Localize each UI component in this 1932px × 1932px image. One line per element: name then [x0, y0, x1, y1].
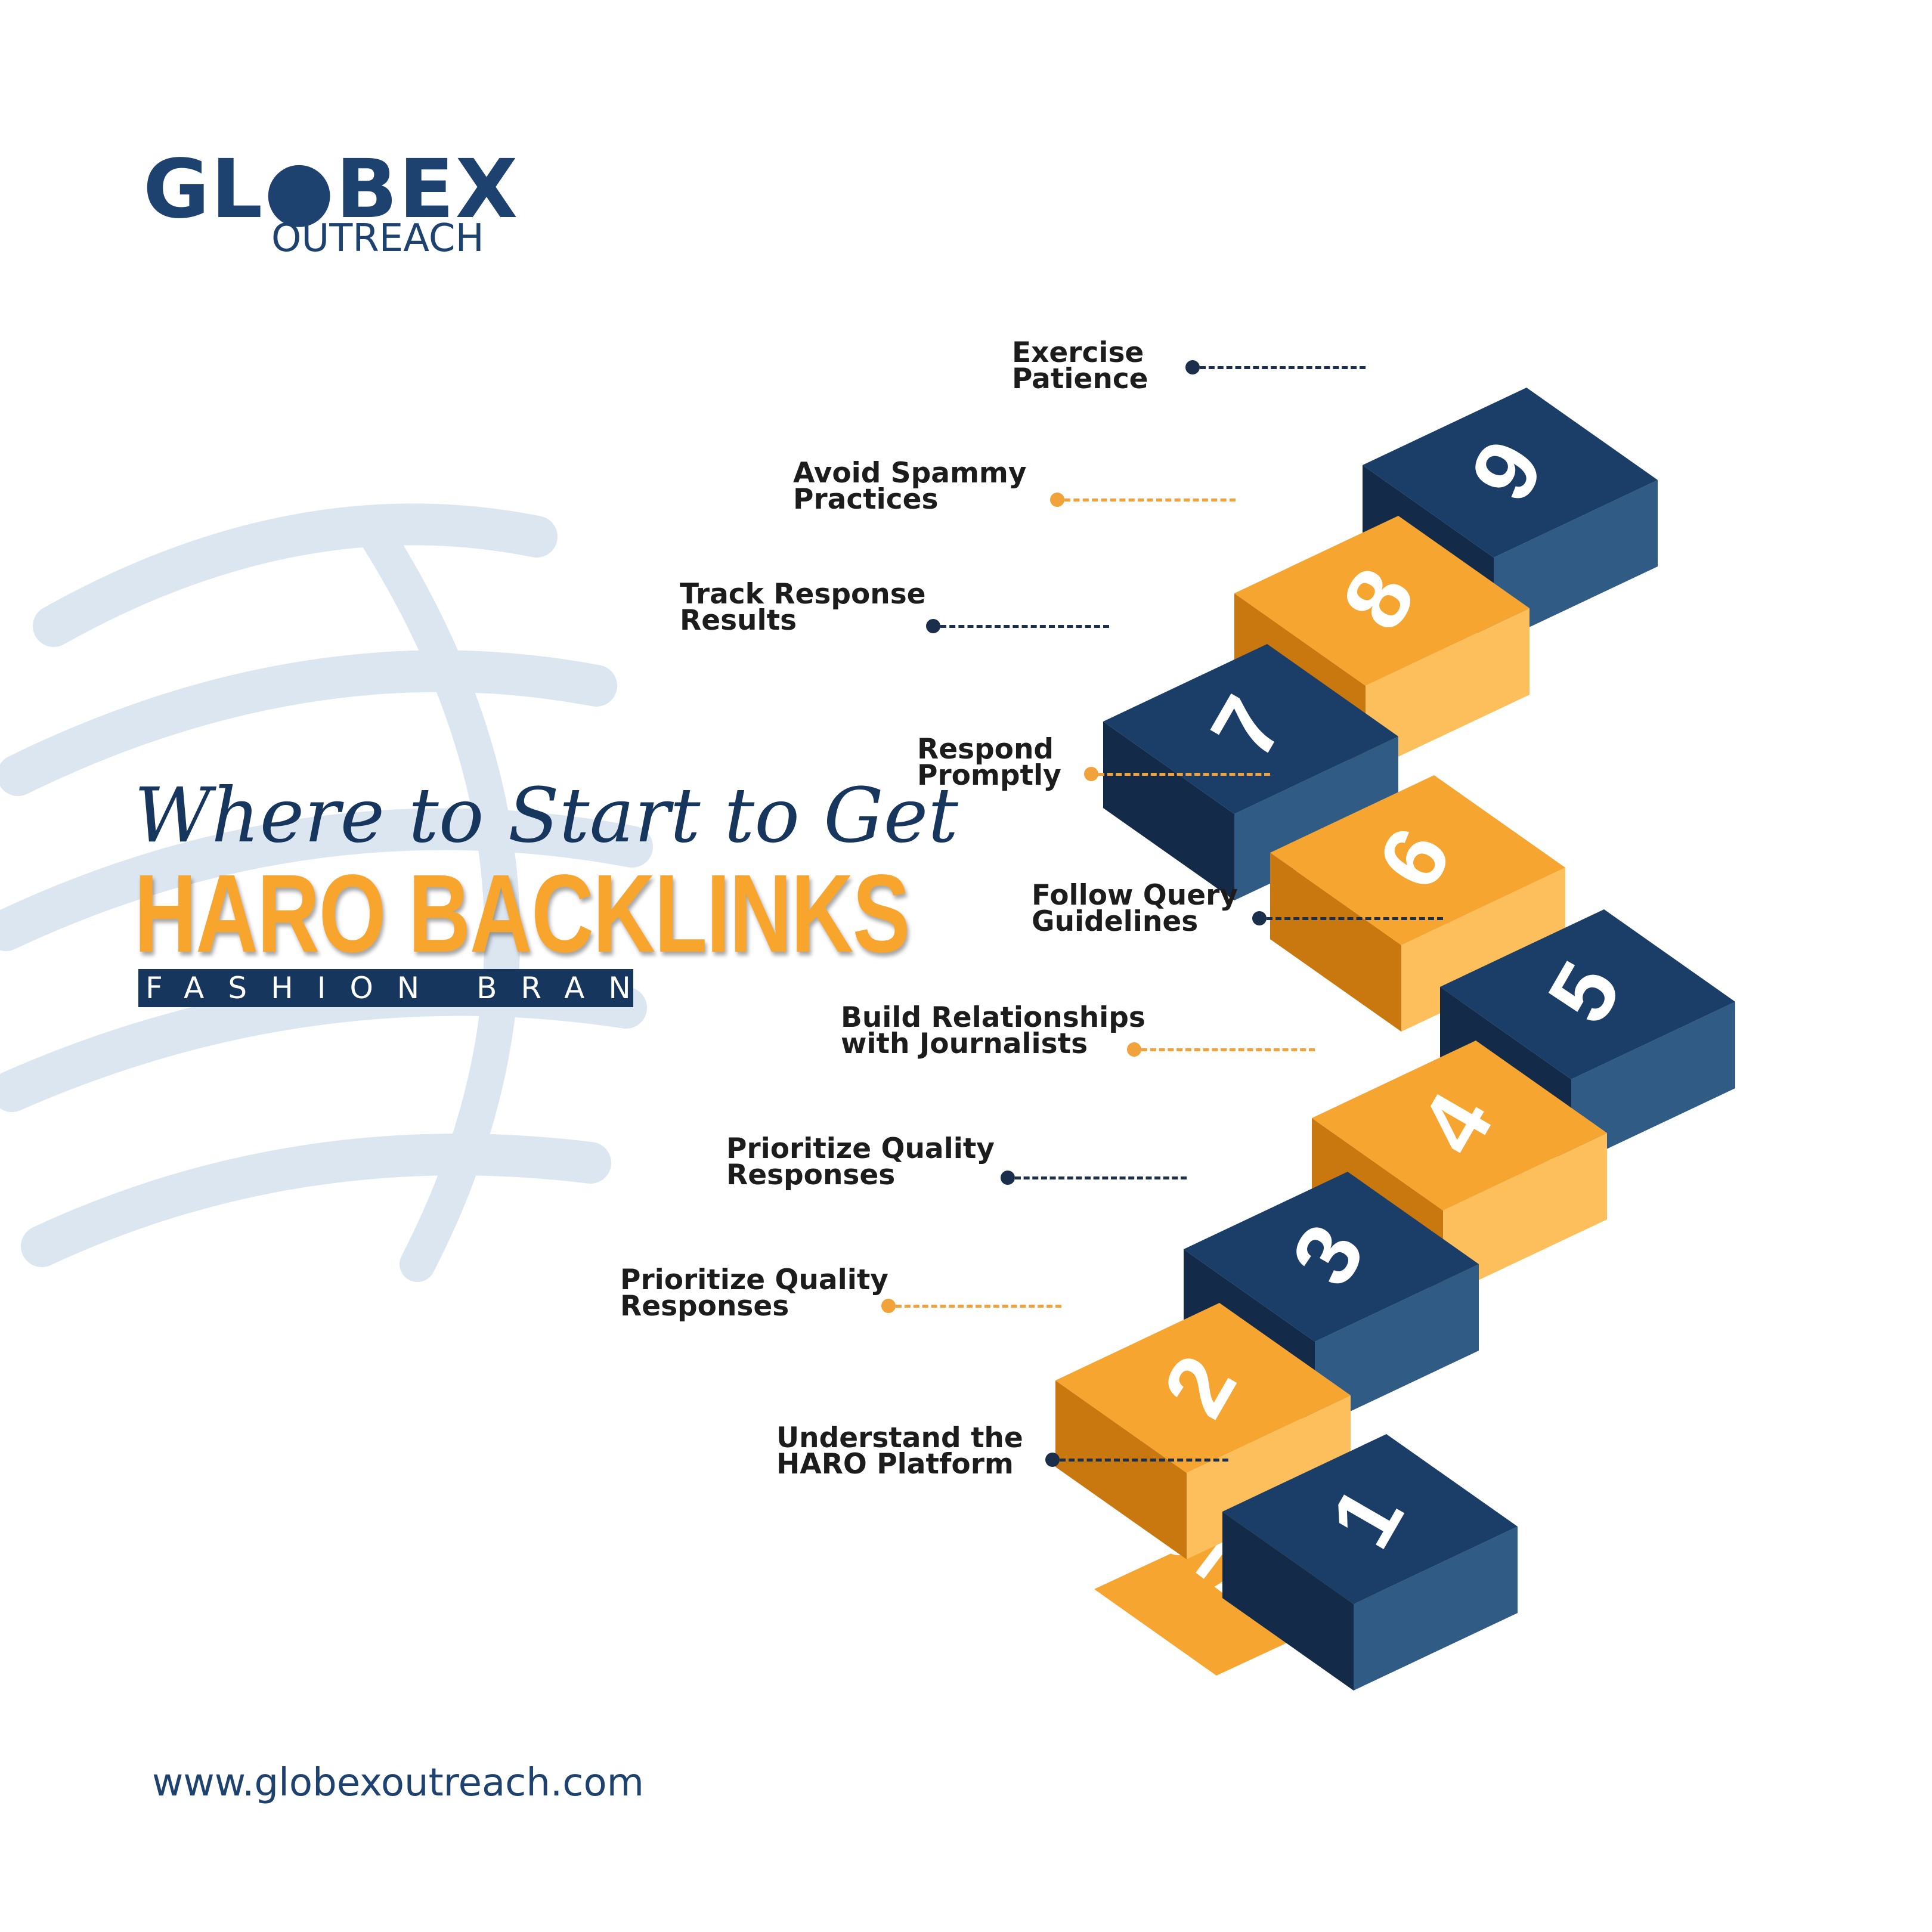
step-label-line: Build Relationships: [841, 1001, 1145, 1034]
step-label-line: Respond: [917, 733, 1054, 766]
step-front-face: [1055, 1380, 1187, 1559]
step-top-face: [1103, 644, 1398, 814]
step-label-line: Follow Query: [1032, 879, 1238, 912]
step-label-line: Responses: [620, 1290, 789, 1323]
step-label-line: Patience: [1012, 363, 1148, 395]
step-label-line: Practices: [793, 483, 939, 516]
step-front-face: [1222, 1512, 1354, 1690]
connector-line: [1015, 1176, 1187, 1179]
step-top-face: [1440, 909, 1735, 1079]
step-label-line: Results: [680, 604, 797, 637]
step-label-line: Guidelines: [1032, 905, 1199, 938]
step-side-face: [1494, 480, 1658, 644]
step-label-line: Avoid Spammy: [793, 457, 1027, 490]
step-front-face: [1103, 722, 1234, 900]
step-top-face: [1312, 1041, 1607, 1210]
step-label-line: Exercise: [1012, 336, 1144, 369]
step-side-face: [1571, 1002, 1735, 1166]
connector-dot: [1185, 360, 1200, 374]
connector-line: [1200, 366, 1366, 369]
step-block-1: 1: [1222, 1434, 1518, 1690]
connector-dot: [1001, 1171, 1015, 1185]
logo-subtitle: OUTREACH: [271, 216, 484, 261]
step-top-face: [1055, 1303, 1351, 1473]
connector-line: [1060, 1459, 1228, 1462]
main-title: HARO BACKLINKS: [134, 852, 911, 976]
website-url[interactable]: www.globexoutreach.com: [152, 1761, 644, 1805]
step-label-line: Understand the: [776, 1422, 1023, 1454]
step-block-6: 6: [1270, 775, 1565, 1032]
step-label-line: Track Response: [680, 578, 926, 611]
step-top-face: [1234, 516, 1530, 686]
script-title: Where to Start to Get: [134, 772, 959, 859]
step-side-face: [1315, 1264, 1479, 1428]
connector-line: [896, 1305, 1061, 1308]
step-top-face: [1363, 388, 1658, 558]
connector-line: [1141, 1048, 1315, 1051]
connector-line: [940, 625, 1109, 628]
globe-watermark-icon: [0, 503, 653, 1282]
step-label-line: HARO Platform: [776, 1448, 1014, 1481]
step-label-line: Prioritize Quality: [726, 1132, 995, 1165]
connector-dot: [1084, 767, 1098, 781]
connector-dot: [1252, 911, 1267, 925]
connector-dot: [1127, 1042, 1141, 1057]
step-side-face: [1443, 1133, 1607, 1297]
subtitle-band: FASHION BRAND: [138, 969, 633, 1007]
step-label-line: Responses: [726, 1159, 896, 1191]
step-side-face: [1366, 608, 1530, 772]
step-label-line: with Journalists: [841, 1027, 1088, 1060]
connector-line: [1098, 773, 1270, 776]
logo-wordmark: GL●BEX: [143, 143, 519, 237]
step-top-face: [1222, 1434, 1518, 1604]
connector-dot: [1045, 1453, 1060, 1467]
step-top-face: [1184, 1172, 1479, 1342]
step-front-face: [1270, 853, 1401, 1032]
connector-dot: [926, 619, 940, 633]
step-label-line: Prioritize Quality: [620, 1264, 888, 1296]
step-top-face: [1270, 775, 1565, 945]
connector-dot: [881, 1299, 896, 1313]
step-side-face: [1354, 1527, 1518, 1690]
connector-dot: [1050, 493, 1064, 507]
connector-line: [1064, 499, 1236, 501]
step-label-line: Promptly: [917, 759, 1061, 792]
connector-line: [1267, 917, 1443, 920]
